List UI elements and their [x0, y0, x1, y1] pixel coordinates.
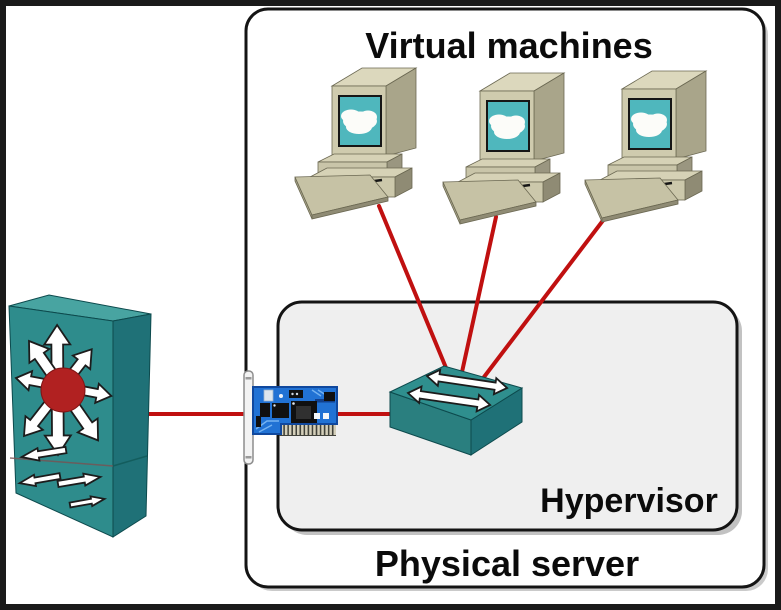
nic-bracket	[243, 370, 254, 465]
pswitch-front-seam	[9, 457, 114, 467]
nic-label-square	[263, 389, 274, 402]
chip-dot	[291, 392, 294, 396]
nic-chip-large-core	[296, 406, 311, 419]
virtual-machines-title: Virtual machines	[365, 25, 652, 66]
nic-chip-corner	[324, 392, 335, 401]
virtual-switch-icon	[388, 365, 524, 456]
physical-server-label: Physical server	[375, 543, 639, 584]
link-vm3-to-virtual-switch	[482, 204, 616, 379]
hypervisor-label: Hypervisor	[540, 482, 718, 520]
link-vm2-to-virtual-switch	[460, 215, 498, 374]
chip-dot	[273, 404, 276, 407]
pswitch-side-seam	[112, 455, 148, 467]
pswitch-side-face	[112, 313, 152, 538]
chip-dot	[292, 402, 295, 405]
nic-pins	[280, 424, 336, 435]
physical-switch-icon	[8, 294, 152, 538]
chip-dot	[295, 392, 299, 396]
nic-chip-medium	[272, 403, 289, 418]
nic-component	[256, 416, 261, 427]
bracket-notch	[245, 456, 252, 459]
nic-card-icon	[243, 370, 338, 465]
nic-chip-small	[260, 403, 270, 417]
nic-port-led	[314, 413, 320, 419]
link-vm1-to-virtual-switch	[377, 204, 451, 377]
nic-port-led	[323, 413, 329, 419]
bracket-notch	[245, 377, 252, 380]
nic-white-dot	[279, 394, 283, 398]
hub-circle	[40, 367, 86, 413]
